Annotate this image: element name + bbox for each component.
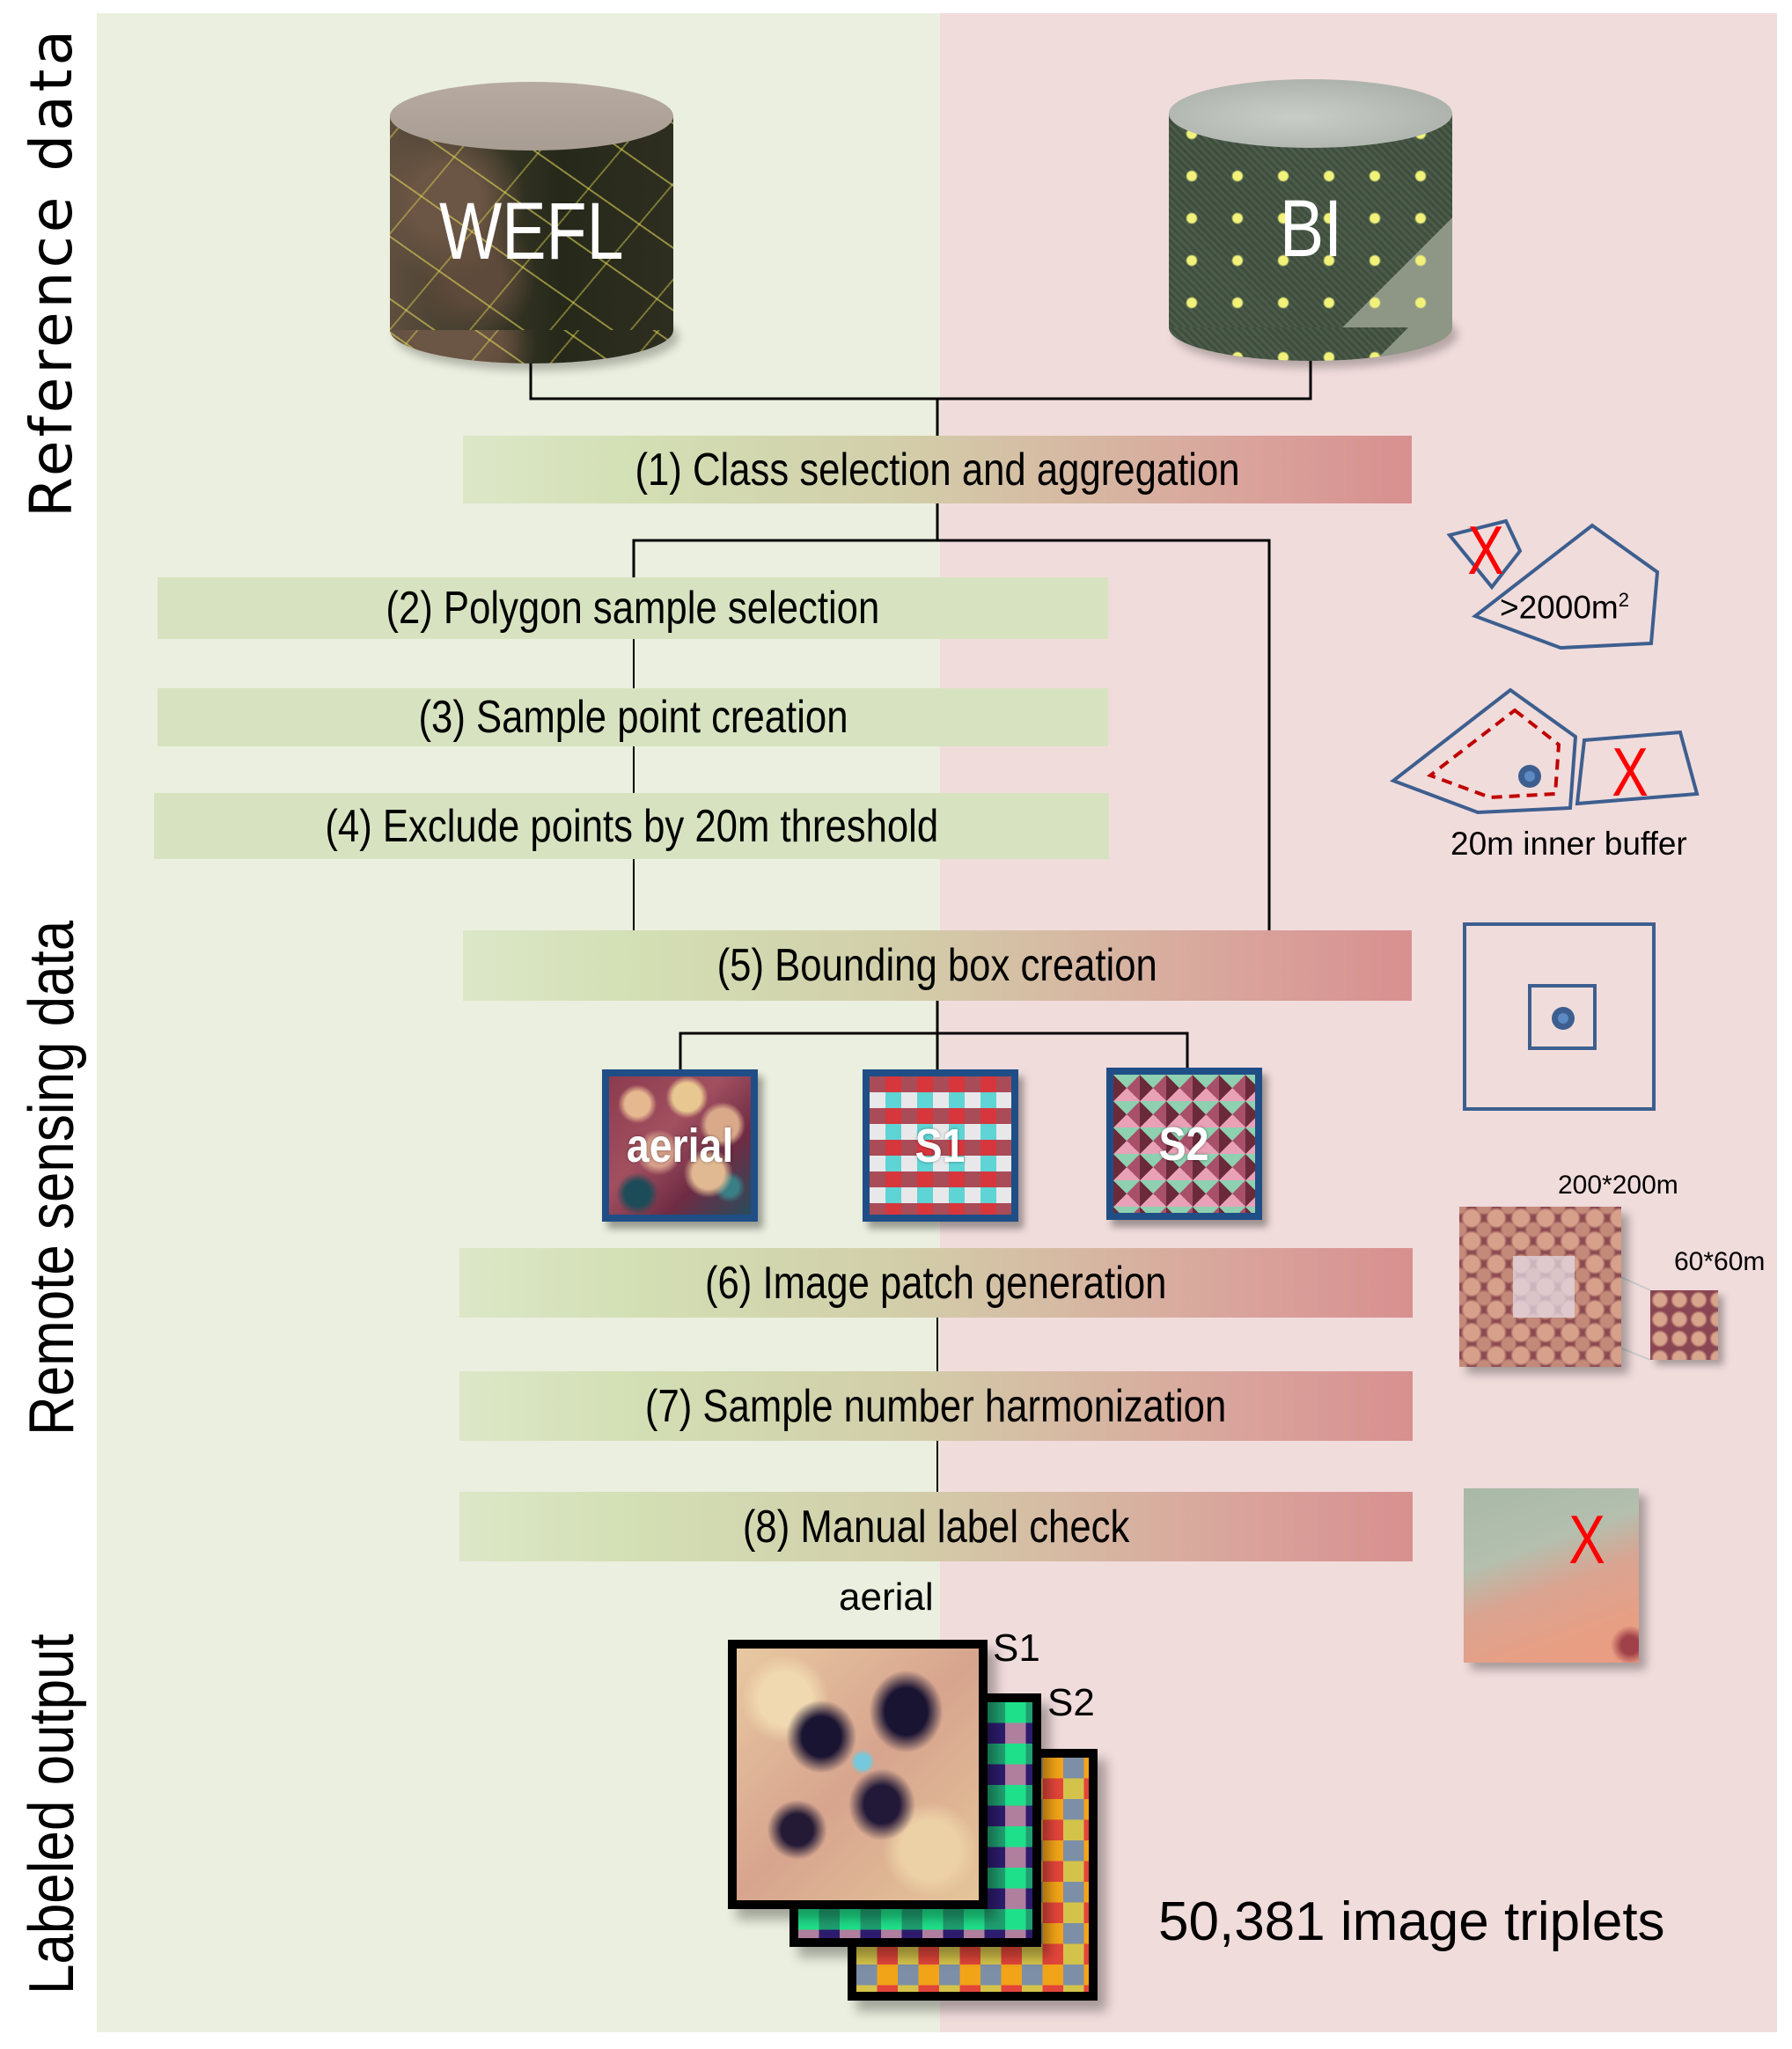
bounding-box-inner-icon	[1528, 984, 1597, 1050]
triplet-count: 50,381 image triplets	[1158, 1891, 1665, 1952]
area-threshold-label: >2000m2	[1500, 589, 1629, 626]
output-aerial-label: aerial	[839, 1575, 934, 1619]
patch-small-size-label: 60*60m	[1674, 1247, 1766, 1276]
buffer-polygon-icon	[1389, 687, 1578, 815]
step-4-exclude-points: (4) Exclude points by 20m threshold	[154, 793, 1109, 859]
step-6-patch-generation: (6) Image patch generation	[459, 1248, 1413, 1318]
s2-thumbnail-label: S2	[1159, 1117, 1209, 1171]
reject-x-icon: X	[1568, 1501, 1605, 1578]
aerial-thumbnail: aerial	[602, 1069, 758, 1222]
patch-large-size-label: 200*200m	[1558, 1171, 1678, 1200]
connector-branch	[632, 539, 1271, 930]
bbox-point-center	[1558, 1013, 1568, 1024]
manual-check-image	[1464, 1488, 1639, 1663]
step-2-polygon-selection: (2) Polygon sample selection	[158, 577, 1108, 639]
bi-database: BI	[1169, 79, 1452, 361]
connector-wefl	[529, 361, 937, 400]
s1-thumbnail-label: S1	[915, 1119, 966, 1172]
inner-buffer-dashed-icon	[1426, 708, 1561, 800]
s1-thumbnail: S1	[863, 1069, 1018, 1222]
bounding-box-outer-icon	[1463, 922, 1656, 1111]
wefl-label: WEFL	[439, 187, 624, 276]
step-1-class-selection: (1) Class selection and aggregation	[463, 436, 1412, 503]
small-patch-image	[1650, 1290, 1718, 1360]
inner-buffer-label: 20m inner buffer	[1450, 826, 1687, 862]
connector-bi	[937, 361, 1312, 400]
output-s1-label: S1	[993, 1627, 1040, 1670]
s2-thumbnail: S2	[1106, 1068, 1262, 1220]
cylinder-top	[1169, 79, 1452, 148]
narrow-polygon-icon	[1575, 730, 1700, 806]
step-7-harmonization: (7) Sample number harmonization	[459, 1371, 1413, 1441]
reject-x-icon: X	[1612, 733, 1649, 811]
connector-thumbs	[679, 1032, 1189, 1069]
reject-x-icon: X	[1467, 511, 1504, 589]
output-s2-label: S2	[1047, 1681, 1095, 1724]
cylinder-body	[1169, 113, 1452, 327]
wefl-database: WEFL	[390, 82, 673, 364]
cylinder-top	[390, 82, 673, 151]
step-3-sample-points: (3) Sample point creation	[158, 688, 1108, 746]
step-8-manual-check: (8) Manual label check	[459, 1492, 1413, 1561]
sample-point-center	[1524, 771, 1535, 782]
bi-label: BI	[1279, 184, 1342, 274]
step-5-bounding-box: (5) Bounding box creation	[463, 930, 1412, 1001]
patch-crop-highlight	[1513, 1256, 1575, 1318]
cylinder-body	[390, 115, 673, 330]
output-aerial-image	[728, 1640, 988, 1909]
small-polygon-icon	[1446, 518, 1523, 591]
large-polygon-icon	[1471, 523, 1660, 650]
aerial-thumbnail-label: aerial	[626, 1119, 734, 1172]
